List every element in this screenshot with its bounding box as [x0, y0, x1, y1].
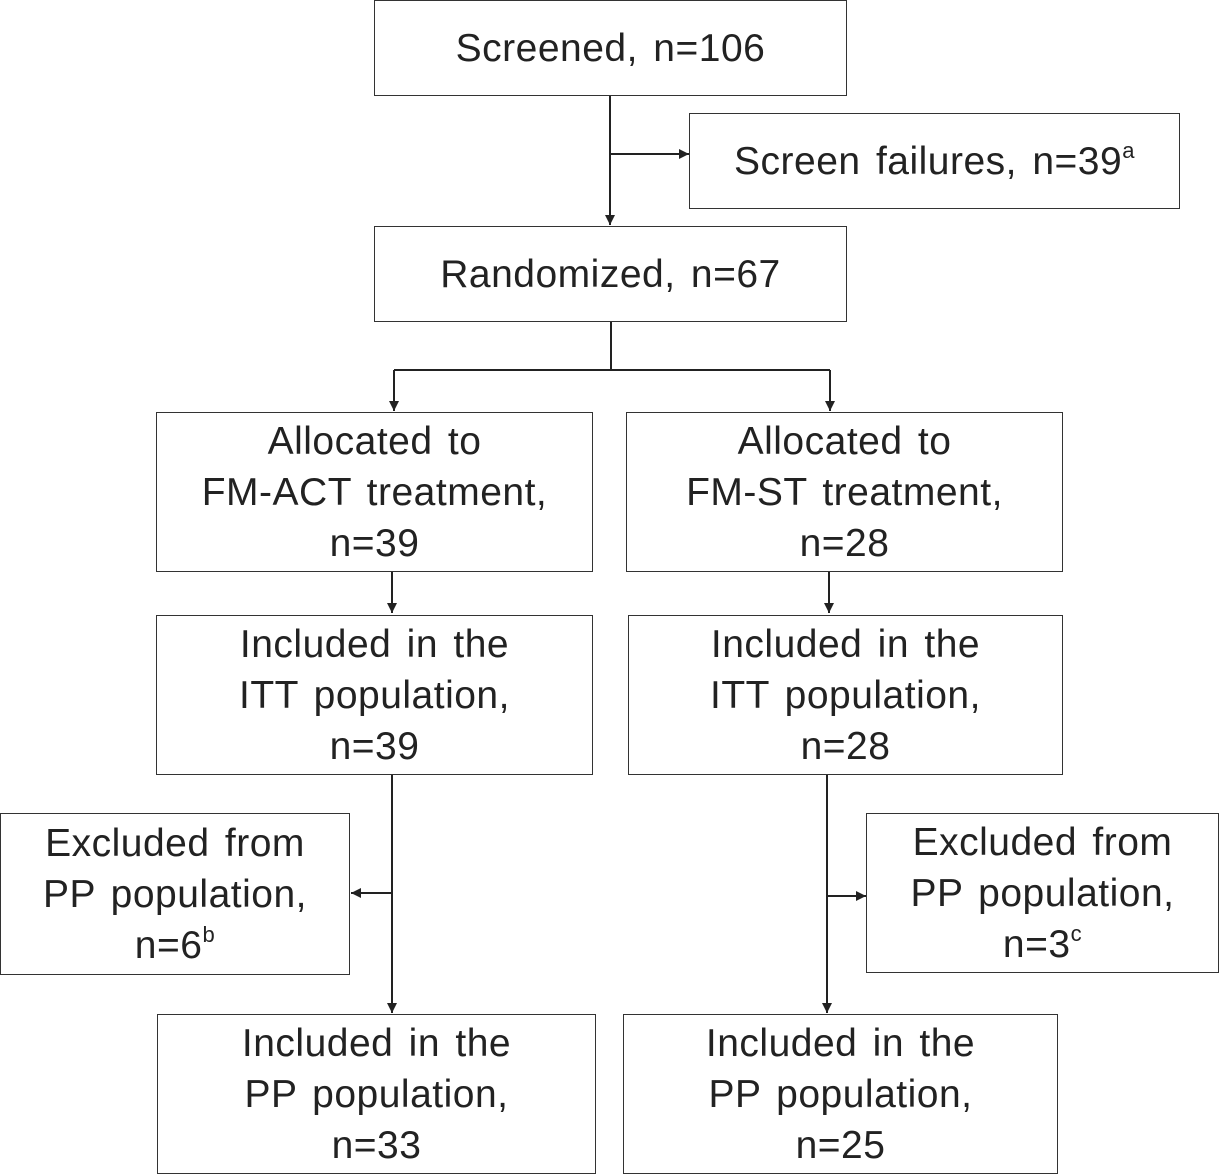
itt-fm-act-line-2: ITT population,: [239, 673, 510, 717]
itt-fm-st-line-3: n=28: [800, 724, 891, 768]
pp-fm-act-line-3: n=33: [331, 1123, 422, 1167]
screen-failures-label: Screen failures, n=39a: [734, 136, 1135, 187]
excluded-fm-act-line-2: PP population,: [43, 872, 307, 916]
allocated-fm-st-line-1: Allocated to: [737, 419, 952, 463]
allocated-fm-st-box: Allocated to FM-ST treatment, n=28: [626, 412, 1063, 572]
excluded-fm-st-box: Excluded from PP population, n=3c: [866, 813, 1219, 973]
excluded-fm-st-count: n=3: [1002, 922, 1071, 966]
screened-box: Screened, n=106: [374, 0, 847, 96]
pp-fm-act-line-1: Included in the: [241, 1021, 512, 1065]
pp-fm-st-line-1: Included in the: [705, 1021, 976, 1065]
pp-fm-st-box: Included in the PP population, n=25: [623, 1014, 1058, 1174]
itt-fm-act-box: Included in the ITT population, n=39: [156, 615, 593, 775]
itt-fm-st-box: Included in the ITT population, n=28: [628, 615, 1063, 775]
randomized-box: Randomized, n=67: [374, 226, 847, 322]
pp-fm-st-line-3: n=25: [795, 1123, 886, 1167]
screened-label: Screened, n=106: [455, 26, 766, 70]
screen-failures-box: Screen failures, n=39a: [689, 113, 1180, 209]
allocated-fm-act-box: Allocated to FM-ACT treatment, n=39: [156, 412, 593, 572]
excluded-fm-act-line-1: Excluded from: [45, 821, 305, 865]
excluded-fm-st-line-1: Excluded from: [912, 820, 1173, 864]
excluded-fm-act-line-3: n=6b: [135, 920, 215, 971]
allocated-fm-st-line-2: FM-ST treatment,: [686, 470, 1003, 514]
excluded-fm-act-box: Excluded from PP population, n=6b: [0, 813, 350, 975]
excluded-fm-st-line-2: PP population,: [910, 871, 1175, 915]
screen-failures-text: Screen failures, n=39: [734, 139, 1123, 183]
pp-fm-act-box: Included in the PP population, n=33: [157, 1014, 596, 1174]
excluded-fm-st-line-3: n=3c: [1003, 919, 1082, 970]
itt-fm-act-line-3: n=39: [329, 724, 420, 768]
itt-fm-act-line-1: Included in the: [239, 622, 510, 666]
allocated-fm-st-line-3: n=28: [799, 521, 890, 565]
footnote-c: c: [1070, 920, 1083, 946]
footnote-b: b: [202, 921, 216, 947]
allocated-fm-act-line-3: n=39: [329, 521, 420, 565]
allocated-fm-act-line-1: Allocated to: [267, 419, 482, 463]
itt-fm-st-line-2: ITT population,: [710, 673, 981, 717]
excluded-fm-act-count: n=6: [134, 923, 203, 967]
pp-fm-act-line-2: PP population,: [244, 1072, 509, 1116]
footnote-a: a: [1122, 137, 1135, 163]
allocated-fm-act-line-2: FM-ACT treatment,: [201, 470, 548, 514]
randomized-label: Randomized, n=67: [440, 252, 781, 296]
pp-fm-st-line-2: PP population,: [708, 1072, 973, 1116]
itt-fm-st-line-1: Included in the: [710, 622, 981, 666]
